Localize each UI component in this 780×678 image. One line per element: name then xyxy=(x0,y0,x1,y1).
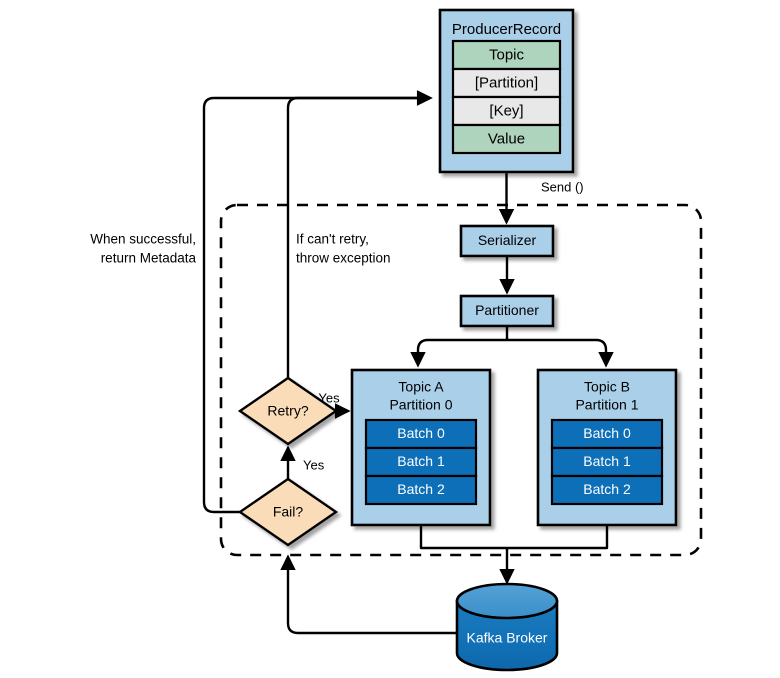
failure-annotation-line2: throw exception xyxy=(296,251,391,266)
topic-b-node: Topic B Partition 1 Batch 0 Batch 1 Batc… xyxy=(536,368,678,527)
topic-b-batch-2-label: Batch 2 xyxy=(583,481,631,497)
success-feedback-path xyxy=(202,90,433,514)
retry-exception-path xyxy=(286,90,433,378)
topic-a-batch-0-label: Batch 0 xyxy=(397,425,445,441)
broker-label: Kafka Broker xyxy=(467,630,548,646)
topic-a-batch-1-label: Batch 1 xyxy=(397,453,445,469)
topic-a-batch-1-box xyxy=(364,446,478,478)
record-field-partition-label: [Partition] xyxy=(475,74,538,91)
topic-a-name: Topic A xyxy=(398,379,444,395)
topic-b-name: Topic B xyxy=(584,379,630,395)
fail-decision-label: Fail? xyxy=(273,504,304,520)
topic-b-batch-0-box xyxy=(550,418,664,450)
topic-b-batch-2-box xyxy=(550,474,664,506)
fail-yes-label: Yes xyxy=(303,457,325,472)
success-annotation-line2: return Metadata xyxy=(101,251,197,266)
failure-annotation-line1: If can't retry, xyxy=(296,232,369,247)
topic-b-batch-0-label: Batch 0 xyxy=(583,425,631,441)
partitioner-node: Partitioner xyxy=(459,294,555,328)
record-field-key-label: [Key] xyxy=(489,102,523,119)
send-label: Send () xyxy=(541,179,584,194)
broker-cylinder-body xyxy=(455,599,559,672)
fail-decision-node: Fail? xyxy=(237,477,339,547)
retry-yes-label: Yes xyxy=(318,390,340,405)
record-field-partition-box xyxy=(451,67,562,99)
serializer-label: Serializer xyxy=(478,232,537,248)
topic-b-to-broker-path xyxy=(507,525,609,550)
producer-record-title: ProducerRecord xyxy=(452,21,561,38)
broker-to-fail-path xyxy=(280,554,457,635)
record-field-value-label: Value xyxy=(488,130,525,147)
partitioner-branch-right xyxy=(507,338,614,368)
retry-decision-label: Retry? xyxy=(267,403,308,419)
record-field-key-box xyxy=(451,95,562,127)
partitioner-branch-left xyxy=(410,338,507,368)
topic-a-to-broker-path xyxy=(419,525,507,550)
topic-a-partition: Partition 0 xyxy=(389,397,452,413)
producer-boundary-box xyxy=(219,203,703,557)
topic-a-node: Topic A Partition 0 Batch 0 Batch 1 Batc… xyxy=(350,368,492,527)
topic-b-partition: Partition 1 xyxy=(575,397,638,413)
retry-decision-node: Retry? xyxy=(237,376,339,446)
kafka-broker-node: Kafka Broker xyxy=(455,582,559,672)
record-field-topic-label: Topic xyxy=(489,46,525,63)
success-annotation-line1: When successful, xyxy=(90,232,196,247)
broker-cylinder-top xyxy=(455,582,559,620)
retry-diamond-shape xyxy=(237,376,339,446)
topic-a-batch-2-label: Batch 2 xyxy=(397,481,445,497)
record-field-value-box xyxy=(451,123,562,155)
partitioner-label: Partitioner xyxy=(475,302,539,318)
producer-record-node: ProducerRecord Topic [Partition] [Key] V… xyxy=(438,8,575,174)
serializer-node: Serializer xyxy=(459,224,555,258)
topic-b-batch-1-label: Batch 1 xyxy=(583,453,631,469)
topic-a-batch-2-box xyxy=(364,474,478,506)
fail-diamond-shape xyxy=(237,477,339,547)
